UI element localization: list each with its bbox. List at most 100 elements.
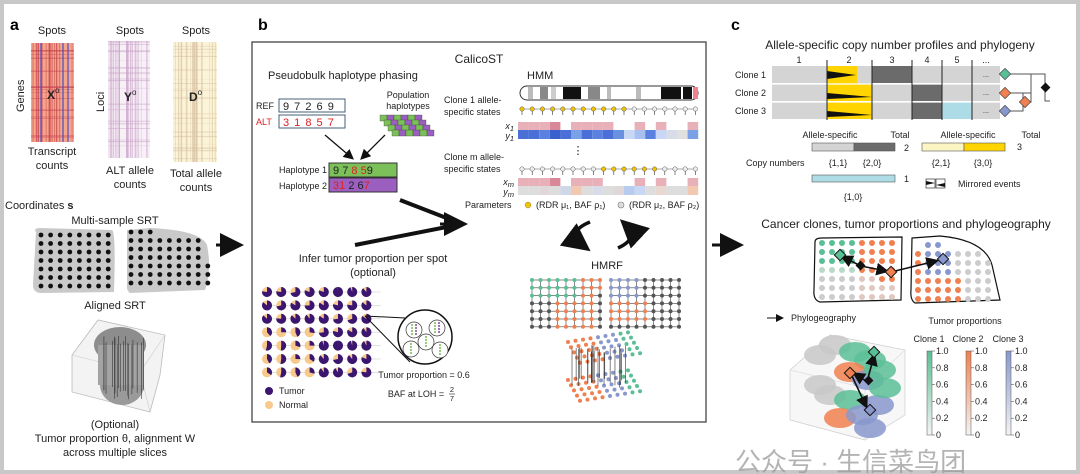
hidden-state-node (652, 106, 658, 112)
srt-spot (86, 249, 92, 255)
clone-spot (955, 269, 961, 275)
spot-tumor-fraction (309, 367, 315, 374)
param1-text: (RDR μ₁, BAF ρ₁) (536, 200, 605, 210)
srt-spot (77, 266, 82, 272)
spot-tumor-fraction (276, 287, 287, 298)
hmrf-node (609, 309, 613, 314)
clone2-node (998, 86, 1012, 100)
srt-spot (67, 258, 73, 263)
cn-cell (912, 102, 942, 119)
cn21-label: {2,1} (932, 158, 951, 168)
legend-total-1-value: 1 (904, 174, 909, 184)
observation-cell (592, 186, 603, 195)
colorbar-tick-label: 0.6 (1015, 380, 1028, 390)
hmrf-3d-node (575, 393, 579, 398)
hmrf-3d-node (608, 394, 612, 398)
phylogeny-tree (998, 67, 1051, 118)
clone-spot (975, 251, 981, 257)
clone-spot (945, 296, 951, 302)
clone-spot (925, 296, 931, 302)
transcript-count-matrix (31, 43, 74, 142)
hmrf-node (609, 324, 613, 329)
cn10-label: {1,0} (844, 192, 863, 202)
hidden-state-node (601, 106, 607, 112)
srt-spot (176, 272, 182, 277)
hmrf-3d-node (596, 335, 600, 340)
tumor-alignment-label: Tumor proportion θ, alignment W (35, 433, 196, 445)
clone-spot (965, 269, 971, 275)
clone1-observations (518, 122, 699, 139)
hmrf-node (589, 309, 594, 314)
colorbar-tick-label: 0.6 (936, 380, 949, 390)
hmrf-node (564, 324, 568, 329)
chromosome-band (528, 87, 533, 99)
srt-spot (96, 258, 101, 263)
srt-spot (128, 238, 134, 243)
hmrf-node (530, 309, 534, 314)
spot-tumor-fraction (295, 340, 301, 348)
xm-label: xm (502, 177, 514, 189)
srt-spot (105, 241, 111, 246)
cn-cell (772, 66, 827, 83)
hmrf-3d-node (606, 339, 611, 344)
hmrf-node (634, 301, 639, 306)
hmrf-node (668, 293, 673, 298)
srt-spot (38, 241, 44, 246)
hmrf-3d-node (594, 384, 599, 389)
hmrf-node (617, 309, 622, 314)
clone-spot (859, 240, 865, 246)
colorbar-tick-label: 0.4 (936, 396, 949, 406)
x1-label: x1 (504, 121, 514, 133)
population-haplotype (383, 119, 427, 127)
observation-cell (549, 178, 561, 186)
hmrf-node (651, 278, 656, 282)
phylogeography-arrows (833, 248, 950, 279)
clone-spot (889, 294, 895, 300)
hmrf-node (677, 317, 681, 321)
hmrf-node (538, 293, 543, 298)
hmrf-node (609, 285, 613, 290)
srt-spot (167, 263, 172, 269)
hmrf-node (555, 301, 560, 306)
spot-tumor-fraction (265, 340, 273, 351)
hmrf-3d-node (573, 376, 578, 381)
hmrf-node (660, 278, 664, 282)
srt-spot (167, 272, 172, 277)
srt-spot (57, 258, 63, 263)
clone-spot (879, 258, 885, 264)
srt-spot (48, 258, 53, 263)
hmrf-3d-node (578, 398, 582, 403)
panel-b: b CalicoST Pseudobulk haplotype phasing … (251, 17, 707, 423)
y-caption-1: ALT allele (106, 165, 154, 177)
observation-cell (571, 186, 582, 195)
clone3-node (998, 104, 1012, 118)
srt-spot (57, 249, 63, 255)
hmrf-node (547, 285, 551, 290)
clone-spot (829, 240, 835, 246)
hidden-state-node (631, 166, 637, 172)
observation-cell (571, 122, 582, 130)
legend-normal-dot (265, 401, 273, 409)
hmrf-node (634, 293, 639, 298)
hmrf-3d-node (621, 374, 626, 379)
hmrf-node (651, 301, 656, 306)
hmrf-3d-node (630, 352, 635, 357)
clone-spot (889, 285, 895, 291)
srt-spot (147, 255, 153, 260)
haplotype1-label: Haplotype 1 (279, 165, 327, 175)
hmrf-node (581, 278, 585, 282)
hidden-state-node (611, 166, 617, 172)
srt-spot (48, 275, 53, 280)
hmrf-node (643, 301, 647, 306)
observation-cell (528, 186, 540, 195)
clone-spot (869, 276, 875, 282)
clone-3d-node (843, 366, 857, 380)
hmrf-node (626, 278, 630, 282)
hmrf-3d-node (617, 343, 621, 348)
clonem-state-chain (519, 166, 698, 175)
srt-spot (157, 238, 163, 243)
srt-spot (48, 232, 53, 238)
spot-tumor-fraction (333, 300, 343, 311)
observation-cell (624, 186, 635, 195)
observation-cell (518, 186, 529, 195)
